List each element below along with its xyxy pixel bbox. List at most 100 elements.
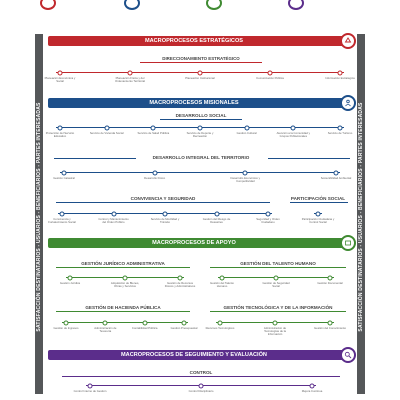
timeline-node: [267, 70, 273, 75]
leaf-icon: [206, 0, 222, 10]
timeline-node: [272, 320, 278, 325]
timeline-node: [327, 275, 333, 280]
right-side-bar: SATISFACCIÓN DESTINATARIOS - USUARIOS - …: [357, 34, 365, 400]
handshake-icon: [340, 235, 356, 251]
timeline-node: [244, 125, 250, 130]
timeline-node-label: Gestión de Ingresos: [53, 326, 79, 330]
timeline-node: [327, 320, 333, 325]
section-apoyo-bar: MACROPROCESOS DE APOYO: [48, 238, 354, 248]
subheading-tecnologica: GESTIÓN TECNOLÓGICA Y DE LA INFORMACIÓN: [223, 305, 333, 310]
timeline-node: [197, 70, 203, 75]
subheading-participacion-underline: [290, 202, 348, 203]
section-estrategicos-title: MACROPROCESOS ESTRATÉGICOS: [144, 38, 244, 44]
left-side-label: SATISFACCIÓN DESTINATARIOS - USUARIOS - …: [36, 102, 42, 332]
magnifier-icon: [340, 347, 356, 363]
timeline-node: [162, 211, 168, 216]
timeline-node-label: Servicio de Deporte y Recreación: [186, 131, 214, 139]
timeline-node-label: Administración de Tecnologías de la Info…: [263, 326, 287, 337]
timeline-node: [197, 125, 203, 130]
timeline-node: [309, 383, 315, 388]
timeline-node: [104, 125, 110, 130]
bottom-edge: [0, 394, 400, 400]
timeline-node: [273, 275, 279, 280]
timeline-node-label: Atención a la Comunidad y Grupos Poblaci…: [276, 131, 311, 139]
timeline-node: [57, 70, 63, 75]
subheading-convivencia: CONVIVENCIA Y SEGURIDAD: [130, 196, 196, 201]
timeline-node: [290, 125, 296, 130]
timeline-node: [181, 320, 187, 325]
section-misionales-bar: MACROPROCESOS MISIONALES: [48, 98, 354, 108]
subheading-control-underline: [62, 376, 340, 377]
timeline-node: [219, 275, 225, 280]
timeline-node-label: Administración de Tesorería: [94, 326, 117, 334]
subheading-desarrollo-social: DESARROLLO SOCIAL: [175, 113, 227, 118]
people-icon: [124, 0, 140, 10]
timeline-node: [265, 211, 271, 216]
timeline-node-label: Mejora Continua: [301, 389, 323, 393]
subheading-juridica: GESTIÓN JURÍDICO ADMINISTRATIVA: [81, 261, 165, 266]
subheading-juridica-underline: [56, 267, 190, 268]
timeline-node: [59, 211, 65, 216]
timeline-node-label: Gestión Catastral: [53, 176, 75, 180]
timeline-node-label: Planeación Institucional: [185, 76, 215, 80]
timeline-node: [150, 125, 156, 130]
timeline-node: [87, 383, 93, 388]
subheading-participacion: PARTICIPACIÓN SOCIAL: [290, 196, 346, 201]
subheading-tecnologica-underline: [210, 311, 346, 312]
timeline-node-label: Adquisición de Bienes, Obras y Servicios: [110, 281, 140, 289]
subheading-direccionamiento-underline: [140, 62, 262, 63]
timeline-node: [177, 275, 183, 280]
recycle-icon: [340, 33, 356, 49]
timeline-node-label: Gestión de Recursos Físicos y Administra…: [164, 281, 196, 289]
section-apoyo-title: MACROPROCESOS DE APOYO: [152, 240, 236, 246]
timeline-node: [57, 125, 63, 130]
timeline-node-label: Control Disciplinario: [188, 389, 214, 393]
timeline-node: [337, 125, 343, 130]
section-seguimiento-title: MACROPROCESOS DE SEGUIMIENTO Y EVALUACIÓ…: [121, 352, 267, 358]
timeline-node-label: Gestión del Conocimiento: [313, 326, 347, 330]
section-estrategicos-bar: MACROPROCESOS ESTRATÉGICOS: [48, 36, 354, 46]
timeline-node-label: Gestión de Seguridad Social: [262, 281, 290, 289]
timeline-node-label: Servicio de Movilidad y Tránsito: [150, 217, 180, 225]
timeline-node-label: Servicio de Turismo: [327, 131, 353, 135]
subheading-direccionamiento: DIRECCIONAMIENTO ESTRATÉGICO: [162, 56, 240, 61]
timeline-node-label: Desarrollo Físico: [144, 176, 166, 180]
timeline-node: [111, 211, 116, 216]
right-side-label: SATISFACCIÓN DESTINATARIOS - USUARIOS - …: [358, 102, 364, 332]
timeline-node-label: Información Estratégica: [325, 76, 355, 80]
subheading-territorio-underline-left: [54, 158, 136, 159]
timeline-node: [142, 320, 148, 325]
subheading-talento: GESTIÓN DEL TALENTO HUMANO: [240, 261, 316, 266]
timeline-node-label: Sostenibilidad Ambiental: [320, 176, 352, 180]
timeline-node-label: Gestión Jurídica: [59, 281, 81, 285]
timeline-node-label: Recursos Tecnológicos: [205, 326, 235, 330]
gear-icon: [288, 0, 304, 10]
timeline-node-label: Servicio de Salud Pública: [137, 131, 170, 135]
timeline-node: [315, 211, 321, 216]
timeline-node: [63, 320, 69, 325]
subheading-desarrollo-social-underline: [160, 119, 242, 120]
timeline-node-label: Gestión Cultural: [236, 131, 257, 135]
timeline-node-label: Gestión Documental: [317, 281, 343, 285]
timeline-line: [60, 172, 340, 173]
subheading-territorio: DESARROLLO INTEGRAL DEL TERRITORIO: [152, 155, 250, 160]
section-seguimiento-bar: MACROPROCESOS DE SEGUIMIENTO Y EVALUACIÓ…: [48, 350, 354, 360]
timeline-node: [214, 211, 219, 216]
timeline-node-label: Convivencia y Fortalecimiento Social: [48, 217, 76, 225]
timeline-node-label: Gestión del Riesgo de Desastres: [202, 217, 231, 225]
timeline-node: [337, 70, 343, 75]
timeline-node: [67, 275, 73, 280]
subheading-convivencia-underline: [56, 202, 270, 203]
timeline-node-label: Seguridad y Orden Ciudadano: [256, 217, 280, 225]
people-icon: [340, 95, 356, 111]
timeline-node-label: Gestión Presupuestal: [170, 326, 198, 330]
timeline-node-label: Planeación Física y del Ordenamiento Ter…: [115, 76, 145, 84]
timeline-node: [198, 383, 204, 388]
timeline-node-label: Servicio de Vivienda Social: [89, 131, 124, 135]
section-misionales-title: MACROPROCESOS MISIONALES: [149, 100, 239, 106]
timeline-node: [152, 170, 158, 175]
subheading-hacienda-underline: [56, 311, 190, 312]
top-strip: [0, 0, 400, 22]
timeline-node-label: Planeación Económica y Social: [44, 76, 76, 84]
timeline-node-label: Participación Ciudadana y Control Social: [301, 217, 335, 225]
